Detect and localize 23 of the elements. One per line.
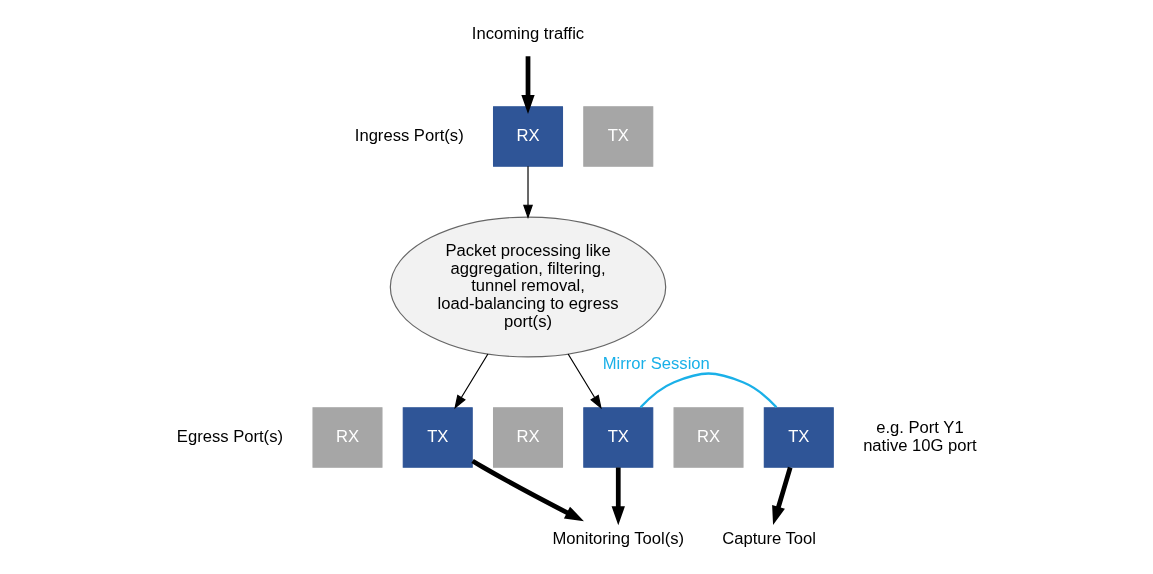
- node-label: e.g. Port Y1 native 10G port: [862, 417, 977, 455]
- arrow: [611, 467, 625, 526]
- connector: [639, 372, 777, 409]
- arrow: [771, 466, 792, 526]
- node-box: RX: [311, 407, 383, 468]
- arrow: [470, 459, 584, 522]
- arrow: [522, 165, 533, 219]
- node-text: Incoming traffic: [471, 23, 584, 43]
- arrow: [453, 353, 488, 410]
- node-box: RX: [492, 407, 563, 468]
- arrow: [520, 56, 535, 114]
- node-box: TX: [402, 407, 473, 468]
- node-text: Monitoring Tool(s): [551, 528, 684, 548]
- node-box: RX: [492, 106, 563, 167]
- node-box: TX: [582, 106, 653, 167]
- node-box: RX: [673, 407, 744, 468]
- node-box: TX: [763, 407, 834, 468]
- node-box: TX: [582, 407, 653, 468]
- node-ellipse: Packet processing like aggregation, filtering, tunnel removal, load-balancing to egress port(s): [389, 216, 666, 358]
- node-label: Ingress Port(s): [354, 125, 464, 145]
- arrow: [567, 353, 602, 410]
- node-text: Capture Tool: [721, 528, 816, 548]
- node-label: Egress Port(s): [176, 426, 283, 446]
